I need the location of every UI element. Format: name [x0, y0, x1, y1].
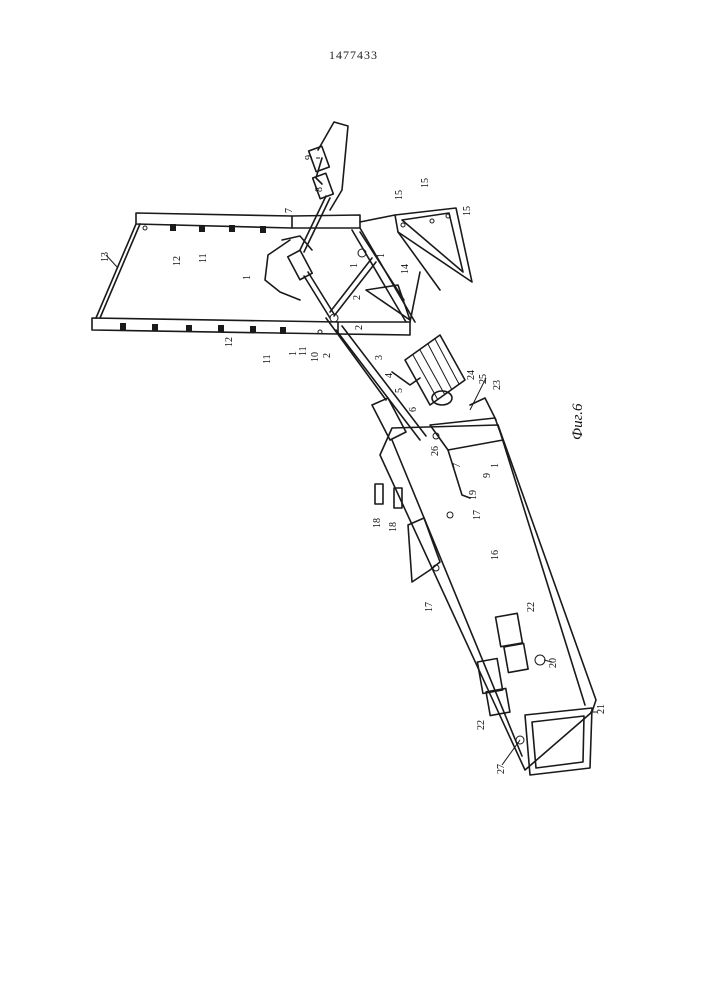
lower-handle: [265, 236, 334, 318]
callout-7-top: 7: [284, 208, 295, 213]
callout-7-bottom: 7: [452, 463, 463, 468]
figure-caption: Фиг.6: [570, 403, 586, 440]
callout-labels: 9 8 7 13 12 11 1 12 11 1 11 10 2 1 1 2 2…: [100, 155, 607, 774]
callout-15-a: 15: [394, 190, 405, 200]
callout-22-a: 22: [526, 602, 537, 612]
callout-2-mid: 2: [354, 325, 365, 330]
platform-bed: [372, 398, 596, 775]
callout-18-a: 18: [372, 518, 383, 528]
callout-15-c: 15: [462, 206, 473, 216]
callout-17-b: 17: [424, 602, 435, 612]
triangle-support: [360, 208, 472, 322]
callout-2-left: 2: [322, 353, 333, 358]
callout-23: 23: [492, 380, 503, 390]
callout-1-left: 1: [242, 275, 253, 280]
callout-26: 26: [430, 446, 441, 456]
callout-3: 3: [374, 355, 385, 360]
callout-27: 27: [496, 764, 507, 774]
callout-6: 6: [408, 407, 419, 412]
callout-16: 16: [490, 550, 501, 560]
callout-4: 4: [384, 373, 395, 378]
callout-5: 5: [394, 388, 405, 393]
callout-20: 20: [548, 658, 559, 668]
callout-14: 14: [400, 264, 411, 274]
callout-18-b: 18: [388, 522, 399, 532]
callout-24: 24: [466, 370, 477, 380]
callout-13: 13: [100, 252, 111, 262]
callout-10: 10: [310, 352, 321, 362]
callout-1-center: 1: [349, 263, 360, 268]
callout-12-lower: 12: [224, 337, 235, 347]
ladder-frame: [92, 213, 338, 334]
callout-1-bottom: 1: [490, 463, 501, 468]
callout-12-upper: 12: [172, 256, 183, 266]
callout-2-center: 2: [352, 295, 363, 300]
callout-11-lower: 11: [262, 354, 273, 364]
leader-lines: [106, 158, 598, 765]
roller-assembly: [392, 335, 465, 405]
callout-11-mid: 11: [298, 346, 309, 356]
callout-17-a: 17: [472, 510, 483, 520]
callout-9-bottom: 9: [482, 473, 493, 478]
upper-handle: [300, 122, 348, 252]
callout-15-b: 15: [420, 178, 431, 188]
callout-22-b: 22: [476, 720, 487, 730]
callout-11-upper: 11: [198, 253, 209, 263]
callout-19: 19: [468, 490, 479, 500]
callout-9-top: 9: [304, 155, 315, 160]
callout-8: 8: [314, 187, 325, 192]
callout-1-right: 1: [376, 253, 387, 258]
